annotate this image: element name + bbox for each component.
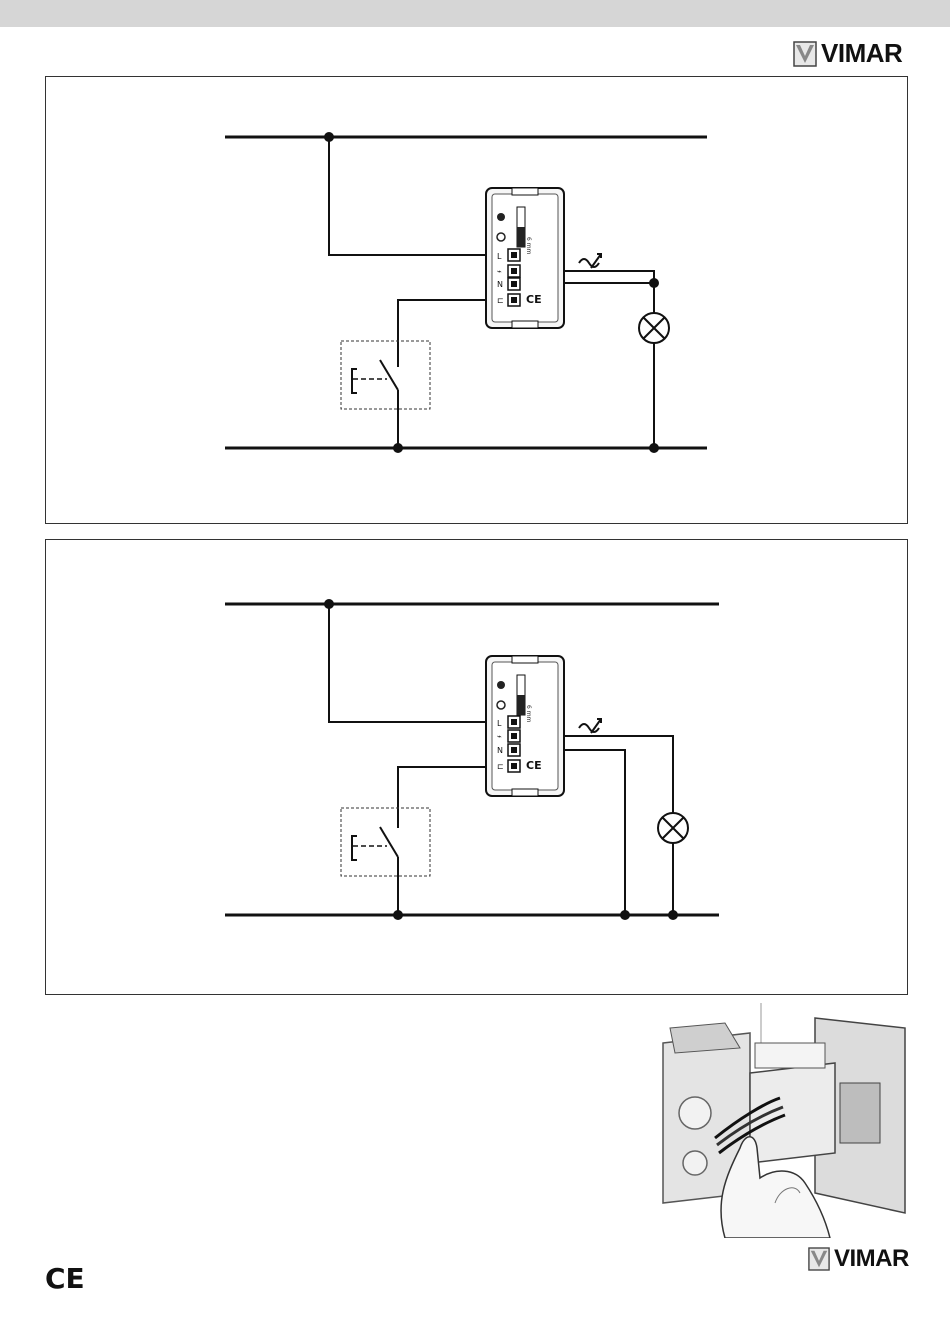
installation-photo-icon bbox=[655, 1003, 910, 1238]
vimar-logo-icon bbox=[793, 41, 817, 67]
terminal-label-2: ⌁ bbox=[497, 732, 502, 741]
brand-logo-top: VIMAR bbox=[793, 38, 902, 69]
top-bar bbox=[0, 0, 950, 27]
brand-name: VIMAR bbox=[821, 38, 902, 69]
wiring-diagram-panel-2: 6 mm L ⌁ N ⊏ CE bbox=[45, 539, 908, 995]
wiring-diagram-2: 6 mm L ⌁ N ⊏ CE bbox=[46, 540, 907, 994]
wiring-diagram-1: 6 mm L ⌁ N ⊏ CE bbox=[46, 77, 907, 523]
pushbutton-switch-icon bbox=[341, 808, 430, 876]
terminal-label-4: ⊏ bbox=[497, 296, 504, 305]
ce-mark: CE bbox=[45, 1262, 85, 1295]
ce-mark-device: CE bbox=[526, 759, 542, 772]
dimmer-load-icon bbox=[579, 254, 601, 268]
wiring-diagram-panel-1: 6 mm L ⌁ N ⊏ CE bbox=[45, 76, 908, 524]
brand-logo-bottom: VIMAR bbox=[808, 1245, 909, 1273]
terminal-label-4: ⊏ bbox=[497, 762, 504, 771]
ce-mark-device: CE bbox=[526, 293, 542, 306]
dimmer-load-icon bbox=[579, 719, 601, 733]
dimmer-device: 6 mm L ⌁ N ⊏ CE bbox=[486, 188, 564, 328]
lamp-icon bbox=[639, 313, 669, 343]
pushbutton-switch-icon bbox=[341, 341, 430, 409]
cut-length-label: 6 mm bbox=[525, 705, 532, 723]
terminal-label-3: N bbox=[497, 280, 503, 289]
vimar-logo-icon bbox=[808, 1247, 830, 1271]
dimmer-device: 6 mm L ⌁ N ⊏ CE bbox=[486, 656, 564, 796]
lamp-icon bbox=[658, 813, 688, 843]
terminal-label-1: L bbox=[497, 252, 502, 261]
terminal-label-2: ⌁ bbox=[497, 267, 502, 276]
terminal-label-1: L bbox=[497, 719, 502, 728]
terminal-label-3: N bbox=[497, 746, 503, 755]
brand-name: VIMAR bbox=[834, 1245, 909, 1273]
cut-length-label: 6 mm bbox=[525, 237, 532, 255]
